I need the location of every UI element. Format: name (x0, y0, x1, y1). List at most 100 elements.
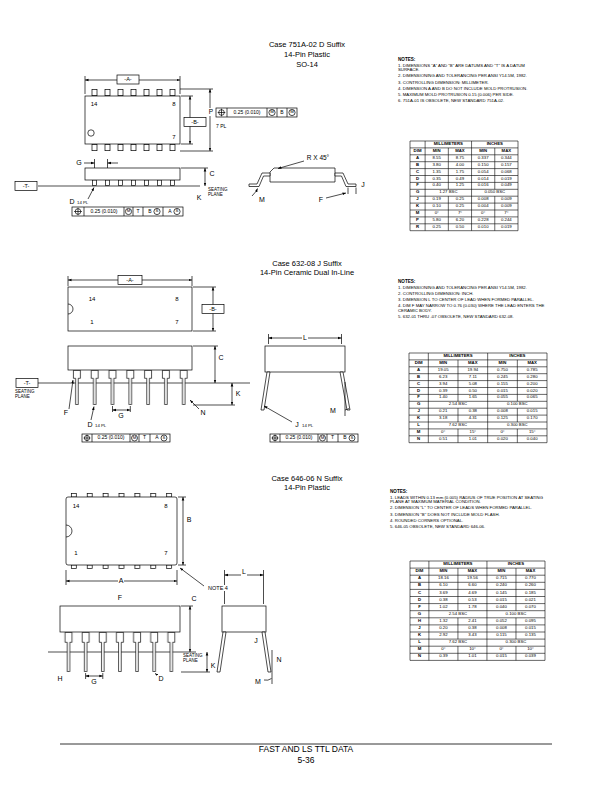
table-rule (515, 625, 516, 632)
table-cell: K (418, 633, 421, 638)
dimension-letter: C (208, 170, 215, 178)
pin-number: 8 (172, 101, 175, 108)
table-cell: J (417, 409, 419, 414)
table-cell: 0.39 (439, 654, 447, 659)
note-text: 4. ROUNDED CORNERS OPTIONAL. (390, 519, 548, 524)
table-cell: 0.155 (497, 382, 508, 387)
table-rule (409, 353, 547, 443)
table-cell: 0.014 (478, 177, 489, 182)
table-header: INCHES (508, 562, 524, 567)
table-cell: 0.228 (478, 218, 489, 223)
table-cell: 0.010 (478, 225, 489, 230)
tolerance-value: 0.25 (0.010) (286, 435, 313, 441)
table-rule (448, 196, 449, 203)
table-rule (410, 632, 545, 633)
table-rule (494, 155, 495, 162)
dimension-note: 14 PL (77, 201, 88, 206)
table-rule (410, 589, 545, 590)
table-cell: 0° (499, 647, 503, 652)
pin-number: 1 (90, 319, 93, 326)
table-cell: 0.115 (496, 633, 506, 638)
table-rule (517, 429, 518, 436)
table-header: MAX (502, 149, 512, 154)
so14-side-view (15, 159, 208, 216)
table-header: MAX (468, 569, 478, 574)
table-cell: 0.054 (478, 170, 489, 175)
table-rule (448, 169, 449, 176)
footer-text: FAST AND LS TTL DATA (259, 745, 353, 754)
table-cell: J (418, 626, 420, 631)
table-cell: 1.27 BSC (439, 190, 457, 195)
table-header: MIN (439, 361, 447, 366)
note-text: 3. DIMENSION L TO CENTER OF LEAD WHEN FO… (398, 298, 546, 303)
table-cell: 0.260 (525, 583, 536, 588)
table-rule (410, 561, 545, 660)
table-cell: B (416, 163, 419, 168)
table-cell: G (418, 612, 421, 617)
cerdip-side-view (16, 346, 250, 442)
table-rule (457, 367, 458, 374)
table-cell: 0° (441, 647, 445, 652)
table-cell: 0.25 (456, 204, 464, 209)
table-cell: 0.050 BSC (484, 190, 505, 195)
table-cell: 0.337 (478, 156, 489, 161)
note-text: 2. DIMENSIONING AND TOLERANCING PER ANSI… (398, 74, 546, 79)
table-cell: 0.004 (478, 204, 489, 209)
table-cell: D (416, 177, 419, 182)
table-cell: 1.40 (439, 395, 447, 400)
pin-number: 7 (164, 550, 167, 557)
table-cell: 7.11 (469, 375, 477, 380)
tolerance-value: 0.25 (0.010) (91, 209, 118, 215)
table-cell: 5.80 (433, 218, 441, 223)
table-rule (448, 224, 449, 231)
table-cell: A (416, 156, 419, 161)
table-cell: 0.50 (469, 389, 477, 394)
table-cell: 0.200 (527, 382, 538, 387)
section-title: SO-14 (296, 61, 318, 69)
table-cell: 0.020 (497, 437, 508, 442)
datum-reference: A (155, 435, 158, 441)
callout-note: NOTE 4 (207, 585, 229, 591)
section-title: 14-Pin Ceramic Dual In-Line (260, 269, 354, 277)
notes-heading: NOTES: (398, 279, 415, 284)
seating-plane-label: SEATING PLANE (15, 390, 41, 400)
table-cell: 3.18 (439, 416, 447, 421)
cerdip-top-view (68, 276, 224, 332)
table-rule (410, 617, 545, 618)
table-cell: 19.05 (438, 368, 449, 373)
dimension-letter: D (157, 675, 164, 683)
table-cell: 0.040 (496, 605, 507, 610)
table-cell: F (416, 183, 419, 188)
datum-label: -A- (123, 76, 132, 82)
table-rule (448, 176, 449, 183)
table-header: DIM (416, 569, 424, 574)
table-cell: 0.145 (496, 591, 507, 596)
table-rule (515, 568, 516, 575)
table-cell: 2.54 BSC (449, 612, 467, 617)
table-cell: F (417, 395, 420, 400)
table-cell: 3.43 (468, 633, 476, 638)
table-cell: 10° (527, 647, 534, 652)
table-cell: 18.16 (438, 576, 449, 581)
table-cell: 15° (470, 430, 477, 435)
table-cell: 0.016 (478, 183, 489, 188)
datum-reference: B (343, 435, 346, 441)
note-text: 3. CONTROLLING DIMENSION: MILLIMETER. (398, 81, 546, 86)
datum-label: -T- (23, 380, 32, 386)
table-cell: 0.150 (478, 163, 489, 168)
table-cell: 0° (481, 211, 485, 216)
table-cell: 0.53 (468, 598, 476, 603)
section-title: 14-Pin Plastic (284, 484, 330, 492)
page-number: 5-36 (297, 756, 314, 765)
table-header: MILLIMETERS (443, 354, 472, 359)
table-header: MAX (468, 361, 478, 366)
pin-number: 14 (91, 101, 98, 108)
table-cell: 1.65 (469, 395, 477, 400)
table-cell: 0.240 (496, 583, 507, 588)
table-header: MILLIMETERS (443, 562, 472, 567)
table-cell: 0.280 (527, 375, 538, 380)
table-header: DIM (414, 149, 422, 154)
table-rule (515, 597, 516, 604)
table-header: MIN (439, 569, 447, 574)
